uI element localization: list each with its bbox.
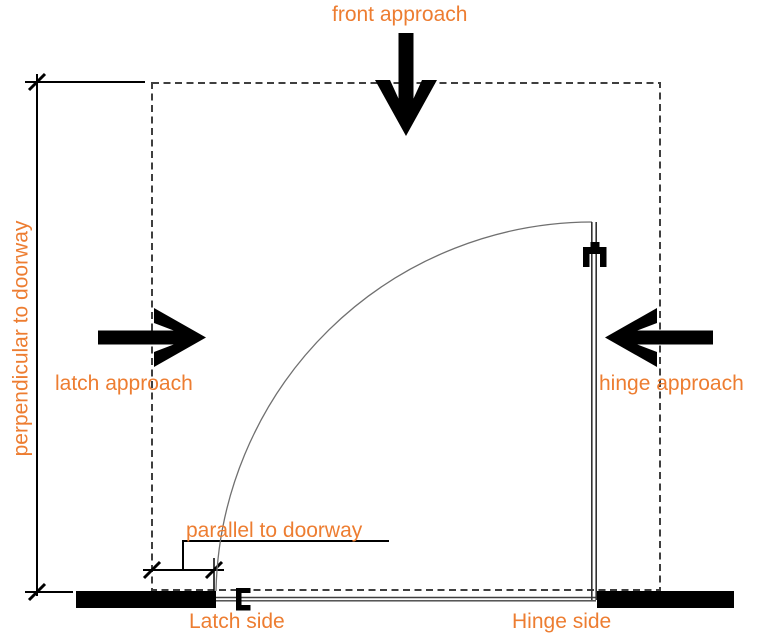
front-arrow-shaft bbox=[398, 33, 414, 115]
dimension-tick-top bbox=[27, 72, 47, 92]
doorway-threshold-line bbox=[216, 596, 596, 602]
hinge-side-wall bbox=[597, 591, 734, 608]
hinge-approach-arrow bbox=[605, 308, 713, 367]
parallel-dimension-line bbox=[142, 540, 389, 591]
front-approach-arrow bbox=[375, 33, 437, 136]
latch-approach-arrow bbox=[98, 308, 206, 367]
latch-symbol bbox=[236, 588, 251, 611]
door-panel bbox=[590, 222, 598, 600]
latch-side-wall bbox=[76, 591, 216, 608]
latch-arrow-head bbox=[154, 308, 206, 367]
hinge-side-label: Hinge side bbox=[512, 610, 612, 633]
latch-symbol-top-arm bbox=[241, 588, 251, 593]
perpendicular-to-doorway-label: perpendicular to doorway bbox=[9, 220, 33, 457]
front-arrow-head bbox=[375, 80, 437, 136]
hinge-symbol-nub bbox=[590, 242, 600, 248]
latch-symbol-bottom-arm bbox=[241, 605, 251, 611]
parallel-to-doorway-label: parallel to doorway bbox=[186, 519, 363, 542]
perpendicular-dimension-line bbox=[25, 72, 145, 602]
door-swing-arc bbox=[215, 221, 593, 592]
hinge-arrow-shaft bbox=[619, 330, 713, 345]
latch-symbol-bar bbox=[236, 588, 242, 611]
hinge-symbol bbox=[583, 242, 607, 267]
latch-arrow-shaft bbox=[98, 330, 192, 345]
dimension-tick-bottom bbox=[27, 582, 47, 602]
hinge-approach-label: hinge approach bbox=[599, 372, 744, 395]
hinge-symbol-bar bbox=[583, 247, 607, 254]
front-approach-label: front approach bbox=[332, 3, 468, 26]
latch-approach-label: latch approach bbox=[55, 372, 193, 395]
clearance-area-dashed-outline bbox=[151, 82, 661, 591]
hinge-arrow-head bbox=[605, 308, 657, 367]
latch-side-label: Latch side bbox=[189, 610, 285, 633]
hinge-symbol-left-leg bbox=[583, 253, 590, 267]
hinge-symbol-right-leg bbox=[600, 253, 607, 267]
dimension-tick-left bbox=[142, 560, 162, 580]
